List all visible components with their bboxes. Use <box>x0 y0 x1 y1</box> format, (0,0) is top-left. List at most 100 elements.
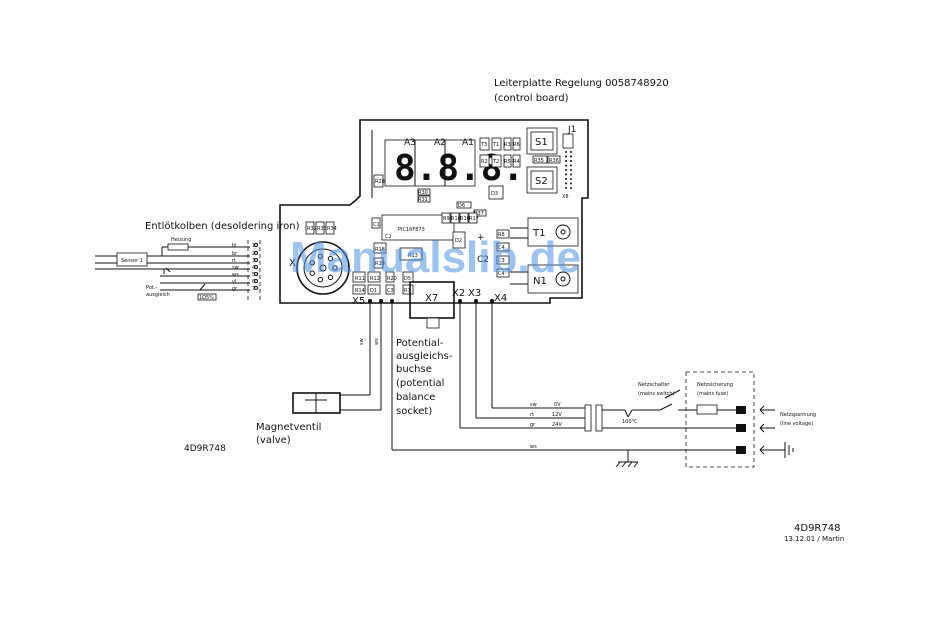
iron-pin-labels: bl br rt sw ws vl gr 1 2 3 4 5 6 7 <box>232 243 255 292</box>
iron-pin-contact <box>254 243 258 247</box>
svg-text:Pot.-: Pot.- <box>146 285 157 291</box>
label-a3: A3 <box>404 138 416 148</box>
svg-text:ws: ws <box>530 444 537 450</box>
svg-text:4: 4 <box>252 265 255 271</box>
svg-text:X7: X7 <box>425 293 438 304</box>
svg-text:J1: J1 <box>567 125 576 135</box>
plug-pin <box>332 265 338 271</box>
magnet-valve <box>292 392 341 414</box>
svg-text:100°C: 100°C <box>622 419 638 425</box>
seven-segment-display: 8.8.8. A3 A2 A1 <box>384 138 524 189</box>
svg-text:2: 2 <box>252 251 255 257</box>
svg-text:rt: rt <box>530 412 534 418</box>
svg-text:R34: R34 <box>327 226 337 232</box>
svg-text:gr: gr <box>232 286 238 292</box>
svg-text:R9: R9 <box>443 216 450 222</box>
svg-text:(line voltage): (line voltage) <box>780 421 813 427</box>
plug-pin <box>327 274 334 281</box>
svg-text:C1: C1 <box>373 222 380 228</box>
svg-text:R5: R5 <box>504 159 511 165</box>
socket-label: Potential- ausgleichs- buchse (potential… <box>396 338 453 417</box>
svg-text:vl: vl <box>232 279 236 285</box>
svg-text:br: br <box>232 251 238 257</box>
svg-text:5: 5 <box>252 272 255 278</box>
svg-text:T3: T3 <box>480 142 487 148</box>
iron-pin-contact <box>254 258 258 262</box>
connector-x7: X7 <box>409 281 455 329</box>
board-parts: R32 R33 R34 R9 R10 R16 R17 R18 R13 R19 R… <box>305 212 510 295</box>
board-subtitle: (control board) <box>494 93 569 104</box>
svg-text:ausgleichs-: ausgleichs- <box>396 351 453 362</box>
label-x3: X3 <box>468 288 481 299</box>
code-left: 4D9R748 <box>184 444 226 454</box>
x8-pin <box>565 182 567 185</box>
svg-text:R31: R31 <box>418 197 428 203</box>
valve-wiring: sw ws <box>340 301 382 411</box>
svg-text:Heizung: Heizung <box>171 237 191 243</box>
x8-pin <box>570 155 572 158</box>
switch-s1: S1 <box>526 127 558 155</box>
svg-text:PIC16F873: PIC16F873 <box>398 227 425 233</box>
svg-text:(mains fuse): (mains fuse) <box>697 391 728 397</box>
plug-pin <box>309 270 315 276</box>
svg-text:R28: R28 <box>375 179 385 185</box>
svg-text:T1: T1 <box>532 228 545 239</box>
date-author: 13.12.01 / Martin <box>784 535 844 543</box>
svg-text:D2: D2 <box>455 238 462 244</box>
svg-text:C4: C4 <box>498 271 505 277</box>
iron-pin-contact <box>254 272 258 276</box>
x8-pin <box>570 182 572 185</box>
watermark: Manualslib.de <box>290 233 581 282</box>
svg-text:C2: C2 <box>385 234 392 240</box>
svg-text:R35: R35 <box>534 158 544 164</box>
svg-text:(mains switch): (mains switch) <box>638 391 675 397</box>
svg-text:R4: R4 <box>513 159 520 165</box>
svg-text:R16: R16 <box>460 216 470 222</box>
terminal-labels: X5 X2 X3 X4 <box>352 288 507 307</box>
svg-text:12V: 12V <box>552 412 562 418</box>
board-title: Leiterplatte Regelung 0058748920 <box>494 78 669 89</box>
x8-pin <box>565 164 567 167</box>
svg-text:Potential-: Potential- <box>396 338 444 349</box>
svg-text:D5: D5 <box>404 276 411 282</box>
svg-text:R17: R17 <box>469 216 479 222</box>
svg-text:24V: 24V <box>552 422 562 428</box>
iron-pin-contact <box>254 265 258 269</box>
transformer-t1: T1 <box>510 217 579 247</box>
x8-pin <box>565 173 567 176</box>
label-x5: X5 <box>352 296 365 307</box>
plug-pin <box>309 260 315 266</box>
microcontroller: PIC16F873 C2 C1 <box>371 214 455 241</box>
svg-text:R30: R30 <box>418 190 428 196</box>
svg-text:T2: T2 <box>492 159 499 165</box>
svg-text:socket): socket) <box>396 406 432 417</box>
triac-n1: N1 <box>510 264 579 294</box>
svg-text:R6: R6 <box>513 142 520 148</box>
mains-wiring <box>391 301 794 468</box>
svg-text:Netzschalter: Netzschalter <box>638 382 670 388</box>
label-a1: A1 <box>462 138 474 148</box>
x8-pin <box>570 169 572 171</box>
svg-text:Netzspannung: Netzspannung <box>780 412 816 418</box>
x8-pin <box>565 187 567 189</box>
svg-text:R10: R10 <box>451 216 461 222</box>
plug-pin <box>317 253 324 260</box>
iron-schematic: Sensor 1 Heizung Pot.- ausgleich 1Ω5% <box>95 237 261 301</box>
svg-text:3: 3 <box>252 258 255 264</box>
svg-text:R8: R8 <box>498 232 505 238</box>
svg-text:R12: R12 <box>370 276 380 282</box>
svg-text:D1: D1 <box>370 288 377 294</box>
valve-subtitle: (valve) <box>256 435 291 446</box>
svg-text:R3: R3 <box>504 142 511 148</box>
svg-text:7: 7 <box>252 286 255 292</box>
svg-text:D6: D6 <box>458 203 465 209</box>
svg-text:sw: sw <box>359 338 365 345</box>
label-x2: X2 <box>452 288 465 299</box>
svg-text:S1: S1 <box>535 137 548 148</box>
svg-text:T1: T1 <box>492 142 499 148</box>
iron-plug-socket: X <box>289 241 350 295</box>
svg-text:C2: C2 <box>477 255 489 265</box>
svg-text:Sensor 1: Sensor 1 <box>121 258 143 264</box>
svg-text:sw: sw <box>232 265 239 271</box>
svg-text:R13: R13 <box>408 253 418 259</box>
